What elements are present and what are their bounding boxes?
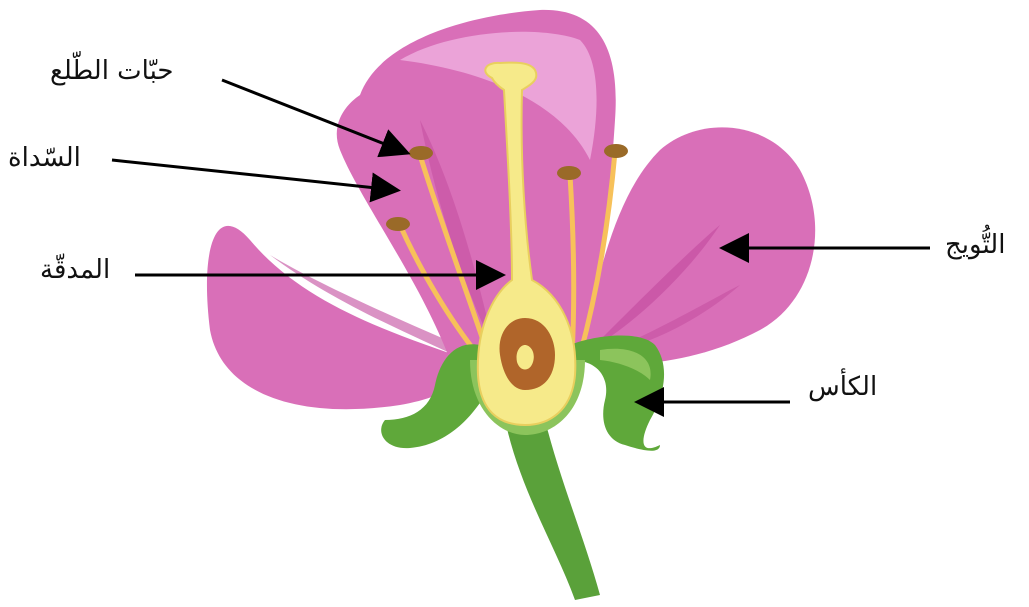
anther-2	[409, 146, 433, 160]
label-pistil: المدقّة	[40, 257, 110, 283]
label-calyx: الكأس	[808, 374, 877, 400]
anther-3	[557, 166, 581, 180]
anther-1	[386, 217, 410, 231]
anther-4	[604, 144, 628, 158]
label-stamens: السّداة	[8, 145, 81, 171]
label-corolla: التُّويج	[945, 232, 1005, 258]
stem	[505, 420, 600, 600]
label-pollen: حبّات الطّلع	[50, 58, 174, 84]
